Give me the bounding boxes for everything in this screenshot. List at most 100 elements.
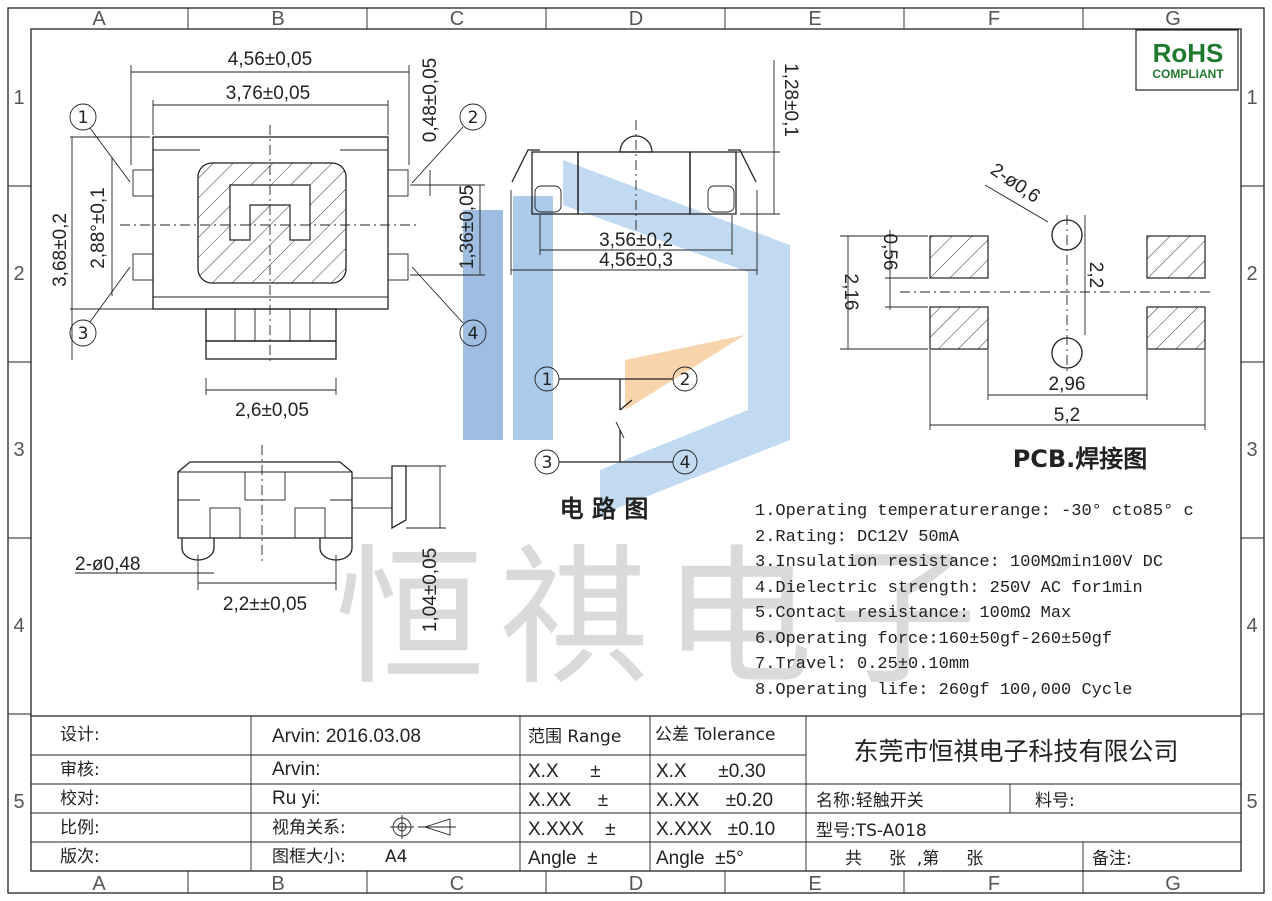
grid-row-label: 5 xyxy=(1246,791,1257,813)
side-view: 1,28±0,1 3,56±0,2 4,56±0,3 xyxy=(510,60,801,275)
grid-row-label: 1 xyxy=(1246,87,1257,109)
dim-pcb-outer: 5,2 xyxy=(1054,405,1080,426)
inner-border xyxy=(30,28,1242,872)
spec-item: 2.Rating: DC12V 50mA xyxy=(755,528,960,547)
dim-body-width: 3,76±0,05 xyxy=(226,83,310,104)
grid-row-label: 4 xyxy=(1246,615,1257,637)
range-row: Angle ± xyxy=(528,848,598,869)
company-name: 东莞市恒祺电子科技有限公司 xyxy=(853,737,1178,766)
projection-symbol-icon xyxy=(390,815,456,839)
dim-body-height: 2,88°±0,1 xyxy=(88,187,109,268)
grid-col-label: E xyxy=(808,8,821,30)
label-review: 审核: xyxy=(60,760,100,780)
grid-column-labels-top: A B C D E F G xyxy=(92,8,1180,30)
grid-row-labels-left: 1 2 3 4 5 xyxy=(13,87,24,813)
rohs-logo: RoHS COMPLIANT xyxy=(1135,29,1239,91)
grid-col-label: D xyxy=(629,8,643,30)
grid-col-label: B xyxy=(271,873,284,895)
callout-2: 2 xyxy=(468,108,479,128)
circuit-node-3: 3 xyxy=(542,453,553,473)
tolerance-row: X.XXX ±0.10 xyxy=(656,819,775,840)
grid-col-label: E xyxy=(808,873,821,895)
grid-col-label: A xyxy=(92,8,106,30)
circuit-diagram: 1 2 3 4 电 路 图 xyxy=(534,366,698,523)
tolerance-header: 公差 Tolerance xyxy=(655,725,775,745)
spec-list: 1.Operating temperaturerange: -30° cto85… xyxy=(755,502,1194,700)
rohs-title: RoHS xyxy=(1153,38,1224,68)
grid-col-label: F xyxy=(988,873,1000,895)
spec-item: 6.Operating force:160±50gf-260±50gf xyxy=(755,630,1112,649)
spec-item: 1.Operating temperaturerange: -30° cto85… xyxy=(755,502,1194,521)
review-value: Arvin: xyxy=(272,759,321,780)
tolerance-row: X.XX ±0.20 xyxy=(656,790,773,811)
frame-label: 图框大小: xyxy=(272,847,346,867)
grid-col-label: C xyxy=(450,873,464,895)
rohs-subtitle: COMPLIANT xyxy=(1152,67,1224,81)
tolerance-row: Angle ±5° xyxy=(656,848,744,869)
grid-col-label: B xyxy=(271,8,284,30)
range-header: 范围 Range xyxy=(528,727,621,747)
label-check: 校对: xyxy=(60,789,100,809)
dim-overall-width: 4,56±0,05 xyxy=(228,49,312,70)
top-view: 1 2 3 4 4,56±0,05 3,76±0,05 0,48±0,05 1,… xyxy=(50,49,487,421)
dim-pcb-hole: 2-ø0,6 xyxy=(986,159,1043,207)
frame-value: A4 xyxy=(385,847,407,867)
grid-col-label: G xyxy=(1165,8,1181,30)
sheet-count: 共 张 ,第 张 xyxy=(845,849,983,869)
pcb-layout: 2-ø0,6 0,56 2,16 2,2 2,96 5,2 PCB.焊接图 xyxy=(840,159,1210,473)
grid-row-labels-right: 1 2 3 4 5 xyxy=(1246,87,1257,813)
grid-row-label: 5 xyxy=(13,791,24,813)
dim-body-length: 3,56±0,2 xyxy=(599,230,673,251)
view-label: 视角关系: xyxy=(272,818,346,838)
circuit-node-4: 4 xyxy=(680,453,691,473)
dim-pcb-inner: 2,96 xyxy=(1049,374,1086,395)
callout-1: 1 xyxy=(78,108,89,128)
spec-item: 3.Insulation resistance: 100MΩmin100V DC xyxy=(755,553,1163,572)
grid-col-label: D xyxy=(629,873,643,895)
watermark-logo xyxy=(463,160,790,515)
range-row: X.XXX ± xyxy=(528,819,616,840)
grid-row-label: 2 xyxy=(1246,263,1257,285)
dim-terminal-pitch: 1,36±0,05 xyxy=(457,185,478,269)
circuit-node-1: 1 xyxy=(542,370,553,390)
title-block: 设计: 审核: 校对: 比例: 版次: Arvin: 2016.03.08 Ar… xyxy=(31,715,1241,871)
check-value: Ru yi: xyxy=(272,788,321,809)
callout-3: 3 xyxy=(78,324,89,344)
grid-row-label: 3 xyxy=(1246,439,1257,461)
dim-overall-height: 3,68±0,2 xyxy=(50,213,71,287)
spec-item: 5.Contact resistance: 100mΩ Max xyxy=(755,604,1071,623)
callout-4: 4 xyxy=(468,324,479,344)
spec-item: 8.Operating life: 260gf 100,000 Cycle xyxy=(755,681,1132,700)
grid-col-label: C xyxy=(450,8,464,30)
notes-label: 备注: xyxy=(1092,849,1132,869)
grid-column-ticks xyxy=(8,8,1264,893)
dim-pcb-hole-spacing: 2,2 xyxy=(1085,262,1106,288)
dim-pcb-gap: 0,56 xyxy=(879,234,900,271)
dim-overall-length: 4,56±0,3 xyxy=(599,250,673,271)
label-scale: 比例: xyxy=(60,818,100,838)
bottom-view: 2-ø0,48 2,2±±0,05 1,04±0,05 xyxy=(75,445,446,632)
material-number-label: 料号: xyxy=(1035,791,1075,811)
watermark-text: 恒祺电子 xyxy=(335,532,991,706)
circuit-title: 电 路 图 xyxy=(560,495,649,523)
pcb-title: PCB.焊接图 xyxy=(1013,445,1148,473)
grid-row-label: 1 xyxy=(13,87,24,109)
circuit-node-2: 2 xyxy=(680,370,691,390)
range-row: X.XX ± xyxy=(528,790,608,811)
outer-border xyxy=(7,7,1265,894)
dim-stem-height: 1,04±0,05 xyxy=(420,548,441,632)
grid-row-label: 2 xyxy=(13,263,24,285)
dim-post-spacing: 2,2±±0,05 xyxy=(223,594,307,615)
grid-col-label: G xyxy=(1165,873,1181,895)
grid-col-label: A xyxy=(92,873,106,895)
dim-post-diameter: 2-ø0,48 xyxy=(75,554,140,575)
grid-row-label: 3 xyxy=(13,439,24,461)
dim-terminal-width: 0,48±0,05 xyxy=(420,58,441,142)
tolerance-row: X.X ±0.30 xyxy=(656,761,766,782)
dim-actuator-height: 1,28±0,1 xyxy=(780,63,801,137)
label-design: 设计: xyxy=(60,725,100,745)
spec-item: 7.Travel: 0.25±0.10mm xyxy=(755,655,969,674)
dim-actuator-width: 2,6±0,05 xyxy=(235,400,309,421)
design-value: Arvin: 2016.03.08 xyxy=(272,726,421,747)
